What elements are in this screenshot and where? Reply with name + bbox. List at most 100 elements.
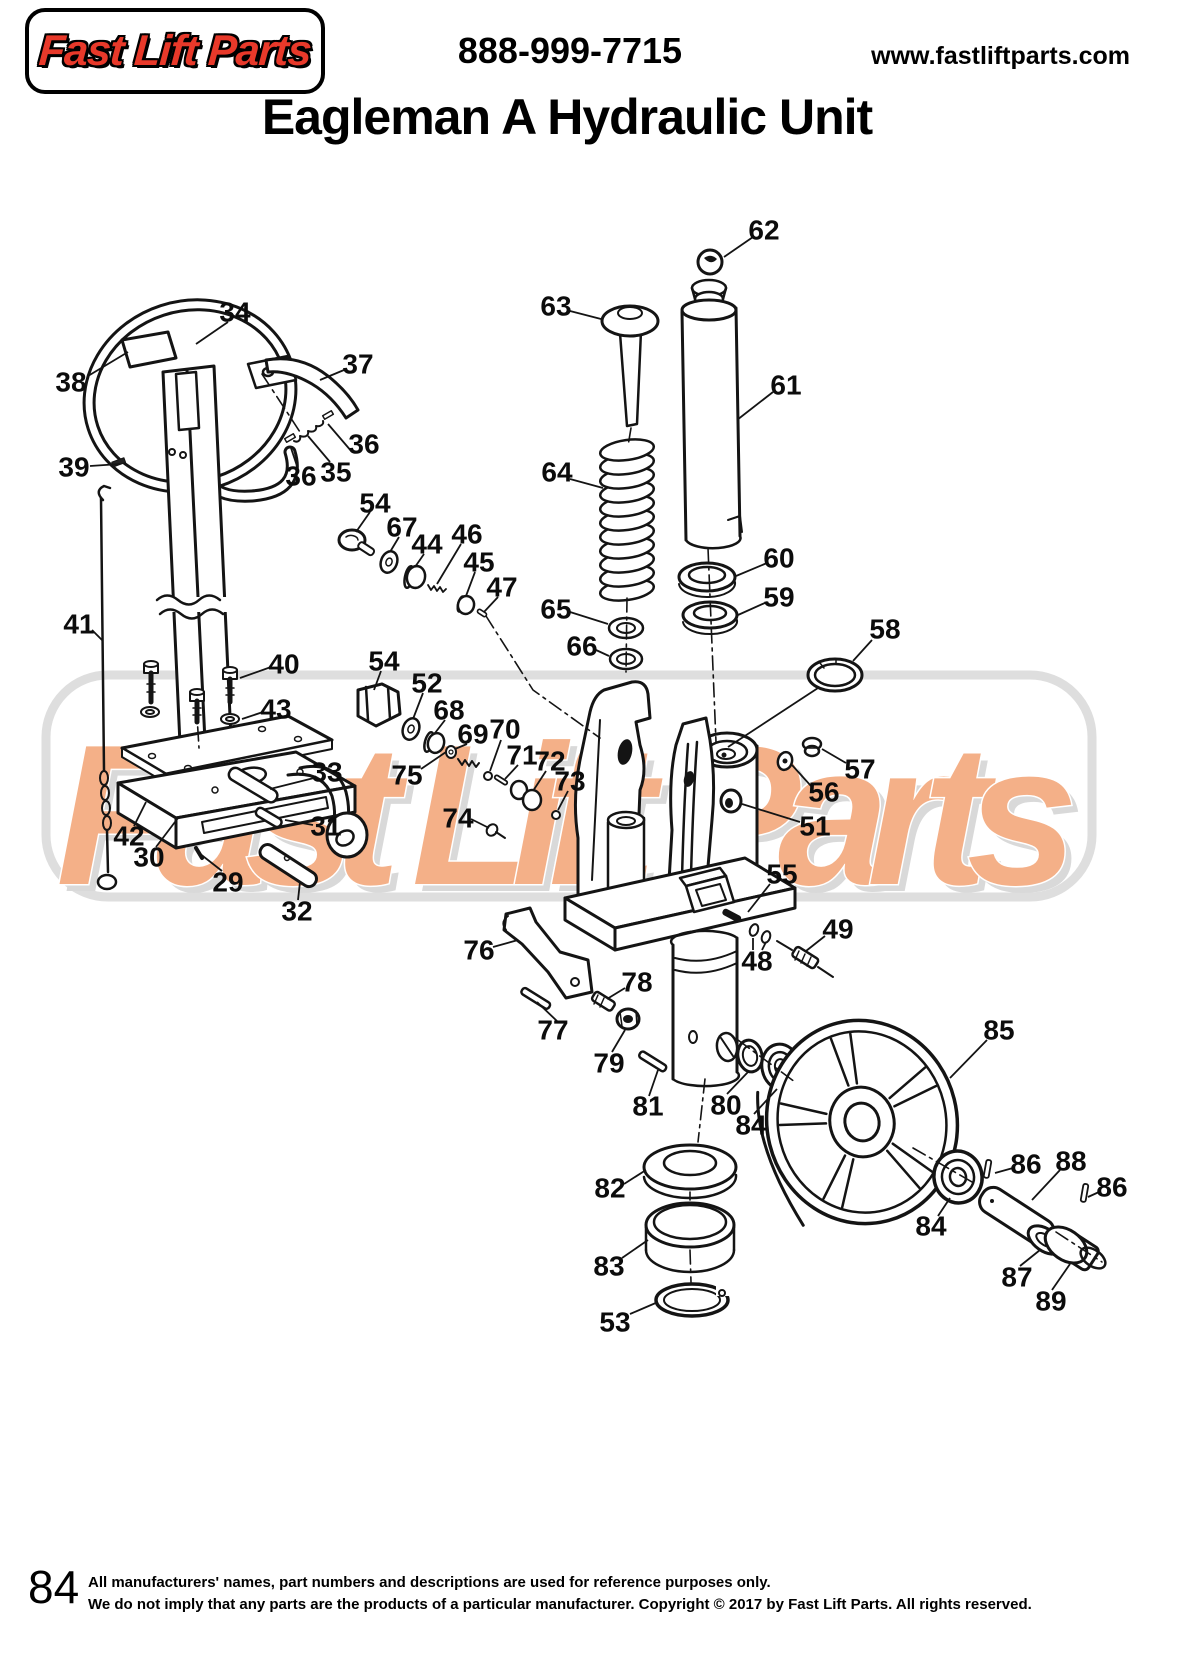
fast-lift-parts-logo: Fast Lift Parts [25,8,325,94]
part-callout-66: 66 [566,631,597,662]
leader-line [723,236,754,258]
part-callout-74: 74 [442,803,474,834]
leader-line [239,666,272,679]
leader-line [648,1069,659,1097]
part-callout-63: 63 [540,291,571,322]
leader-line [241,711,264,720]
leader-line [727,687,819,748]
part-callout-80: 80 [710,1090,741,1121]
leader-line [1087,1191,1100,1198]
leader-line [595,649,610,657]
leader-line [284,819,314,826]
part-callout-78: 78 [621,967,652,998]
leader-line [821,748,847,764]
leader-line [761,941,767,951]
main-body-art [563,680,797,952]
part-callout-32: 32 [281,896,312,927]
part-callout-45: 45 [463,547,494,578]
part-callout-54: 54 [368,646,400,677]
leader-line [623,1169,647,1185]
part-callout-60: 60 [763,543,794,574]
leader-line [735,562,768,577]
page-number: 84 [28,1561,80,1613]
leader-line [483,596,499,613]
leader-line [606,987,626,1000]
centerline-art [195,373,1103,1283]
leader-line [91,629,103,641]
leader-line [290,447,298,467]
release-lever-art [502,906,641,1031]
axle-art [932,1149,1107,1272]
leader-line [269,777,315,790]
leader-line [355,511,371,533]
disclaimer-line-2: We do not imply that any parts are the p… [88,1596,1032,1613]
part-callout-61: 61 [770,370,801,401]
leader-line [736,391,774,421]
leader-line [753,1088,778,1115]
leader-line [747,883,771,913]
part-callout-88: 88 [1055,1146,1086,1177]
footer-disclaimer: All manufacturers' names, part numbers a… [88,1572,1188,1616]
part-callout-87: 87 [1001,1262,1032,1293]
upper-valve-parts-art [337,528,488,618]
pump-plunger-spring-art [598,304,660,671]
part-callout-41: 41 [63,609,94,640]
leader-line [741,803,801,823]
leader-lines [87,236,1100,1315]
leader-line [414,553,425,568]
leader-line [133,801,147,827]
leader-line [805,935,826,952]
part-callout-86: 86 [1096,1172,1127,1203]
part-callout-76: 76 [463,935,494,966]
part-callout-72: 72 [534,746,565,777]
base-valve-block-art [116,714,369,860]
part-callout-57: 57 [844,754,875,785]
leader-line [621,1239,649,1259]
leader-line [454,743,468,750]
leader-line [536,1001,559,1023]
part-callout-58: 58 [869,614,900,645]
o-ring-58-art [806,657,864,693]
part-callout-79: 79 [593,1048,624,1079]
part-callout-70: 70 [489,714,520,745]
leader-line [297,881,301,901]
part-callout-55: 55 [766,859,797,890]
part-callout-35: 35 [320,457,351,488]
part-callout-29: 29 [212,867,243,898]
leader-line [726,1071,749,1095]
leader-line [155,817,179,848]
leader-line [532,770,547,792]
thrust-rings-art [642,1143,738,1318]
part-callout-43: 43 [260,694,291,725]
part-callout-33: 33 [311,757,342,788]
latch-lever-art [111,354,360,468]
leader-line [327,423,353,453]
control-rod-art [96,484,118,891]
part-callout-73: 73 [554,766,585,797]
leader-line [420,751,447,770]
leader-line [1019,1249,1041,1267]
reservoir-tube-art [677,248,743,635]
page-title: Eagleman A Hydraulic Unit [261,89,873,145]
leader-line [87,351,129,377]
relief-valve-parts-art [356,682,561,839]
wheel-art [756,1018,960,1227]
leader-line [569,310,602,320]
leader-line [492,939,519,948]
part-callout-34: 34 [219,297,251,328]
leader-line [557,790,569,811]
diagram-line-art [82,248,1107,1318]
leader-line [434,719,446,734]
part-callout-31: 31 [310,811,341,842]
part-callout-36: 36 [348,429,379,460]
leader-line [465,571,476,597]
part-callout-83: 83 [593,1251,624,1282]
leader-line [949,1039,988,1079]
leader-line [1031,1169,1061,1201]
leader-line [504,764,519,780]
leader-line [937,1197,951,1217]
part-callout-46: 46 [451,519,482,550]
part-callout-89: 89 [1035,1286,1066,1317]
leader-line [569,611,609,625]
